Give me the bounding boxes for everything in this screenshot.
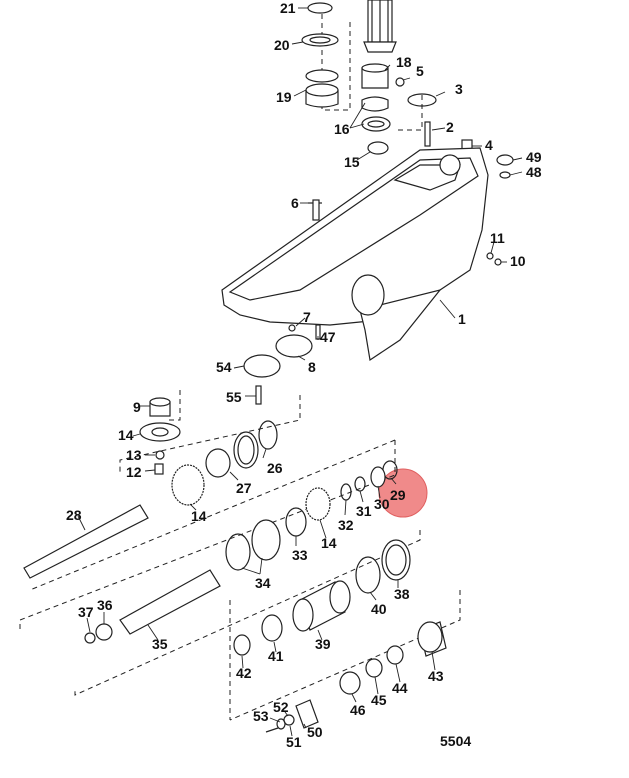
- part-label-8: 8: [308, 359, 316, 375]
- part-label-50: 50: [307, 724, 323, 740]
- part-label-38: 38: [394, 586, 410, 602]
- part-label-14-right: 14: [321, 535, 337, 551]
- part-label-41: 41: [268, 648, 284, 664]
- part-label-28: 28: [66, 507, 82, 523]
- part-label-55: 55: [226, 389, 242, 405]
- part-label-19: 19: [276, 89, 292, 105]
- part-label-26: 26: [267, 460, 283, 476]
- part-label-15: 15: [344, 154, 360, 170]
- part-label-34: 34: [255, 575, 271, 591]
- part-label-16: 16: [334, 121, 350, 137]
- part-label-42: 42: [236, 665, 252, 681]
- part-label-14-top: 14: [118, 427, 134, 443]
- part-label-5: 5: [416, 63, 424, 79]
- part-label-53: 53: [253, 708, 269, 724]
- part-label-44: 44: [392, 680, 408, 696]
- part-label-39: 39: [315, 636, 331, 652]
- part-label-32: 32: [338, 517, 354, 533]
- part-label-2: 2: [446, 119, 454, 135]
- part-label-13: 13: [126, 447, 142, 463]
- gearcase-housing: [221, 147, 489, 362]
- part-label-49: 49: [526, 149, 542, 165]
- part-label-14-left: 14: [191, 508, 207, 524]
- part-label-46: 46: [350, 702, 366, 718]
- driveshaft: [363, 0, 397, 53]
- part-label-31: 31: [356, 503, 372, 519]
- part-label-35: 35: [152, 636, 168, 652]
- part-label-43: 43: [428, 668, 444, 684]
- part-label-9: 9: [133, 399, 141, 415]
- part-label-10: 10: [510, 253, 526, 269]
- part-label-45: 45: [371, 692, 387, 708]
- group-brackets: [19, 5, 461, 721]
- part-label-47: 47: [320, 329, 336, 345]
- part-label-3: 3: [455, 81, 463, 97]
- part-label-21: 21: [280, 0, 296, 16]
- part-label-48: 48: [526, 164, 542, 180]
- part-label-1: 1: [458, 311, 466, 327]
- part-label-33: 33: [292, 547, 308, 563]
- part-label-30: 30: [374, 496, 390, 512]
- part-label-4: 4: [485, 137, 493, 153]
- part-label-20: 20: [274, 37, 290, 53]
- part-label-52: 52: [273, 699, 289, 715]
- diagram-reference-number: 5504: [440, 733, 472, 749]
- leader-lines: [77, 7, 523, 737]
- part-label-40: 40: [371, 601, 387, 617]
- part-label-27: 27: [236, 480, 252, 496]
- part-label-6: 6: [291, 195, 299, 211]
- part-label-11: 11: [490, 230, 505, 246]
- part-label-7: 7: [303, 309, 311, 325]
- part-label-36: 36: [97, 597, 113, 613]
- part-label-37: 37: [78, 604, 94, 620]
- part-label-18: 18: [396, 54, 412, 70]
- part-label-12: 12: [126, 464, 142, 480]
- part-label-29[interactable]: 29: [390, 487, 406, 503]
- part-label-54: 54: [216, 359, 232, 375]
- part-label-51: 51: [286, 734, 302, 750]
